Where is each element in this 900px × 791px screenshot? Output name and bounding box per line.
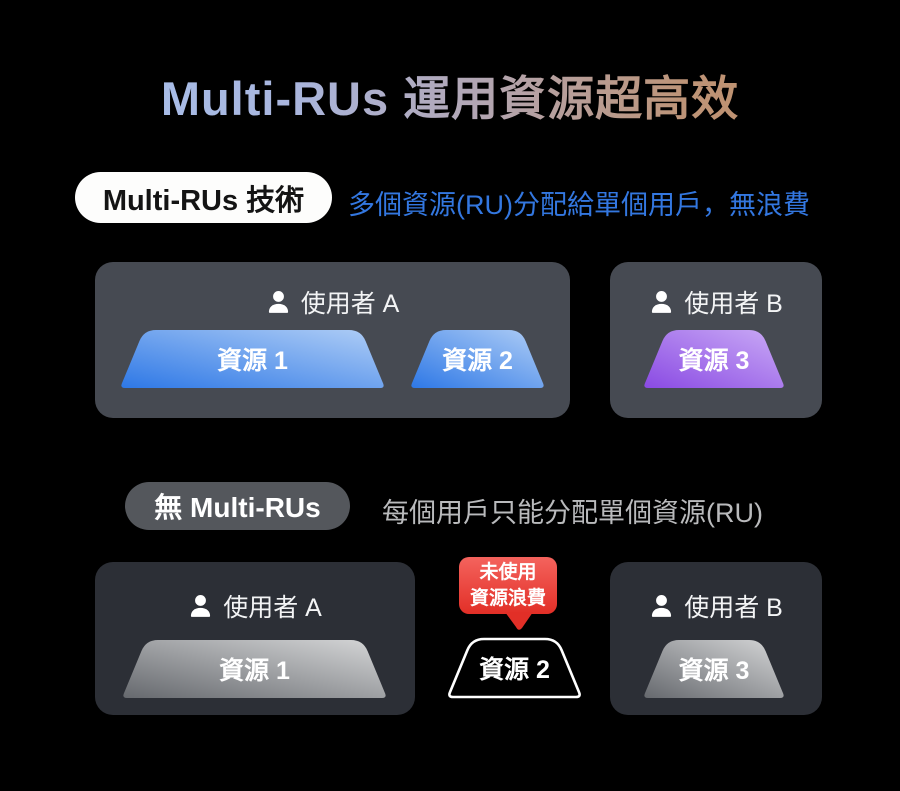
resource-1-label: 資源 1 [217, 347, 288, 375]
user-a-header: 使用者 A [95, 284, 570, 320]
resource-trapezoid-shape [644, 640, 784, 698]
user-a-label: 使用者 A [223, 594, 322, 622]
user-icon [191, 594, 211, 617]
speech-bubble-tail [505, 612, 533, 630]
with-multi-rus-description: 多個資源(RU)分配給單個用戶，無浪費 [348, 190, 810, 220]
resource-1-block-with: 資源 1 [120, 330, 385, 388]
user-b-header: 使用者 B [610, 284, 822, 320]
resource-3-block-without: 資源 3 [643, 640, 785, 698]
user-b-label: 使用者 B [684, 594, 783, 622]
resource-trapezoid-shape [644, 330, 784, 388]
user-icon [652, 594, 672, 617]
resource-trapezoid-shape [121, 330, 384, 388]
resource-1-label: 資源 1 [219, 657, 290, 685]
badge-no-multi-rus: 無 Multi-RUs [125, 482, 350, 530]
user-b-panel-without: 使用者 B 資源 3 [610, 562, 822, 715]
resource-2-label: 資源 2 [442, 347, 513, 375]
without-multi-rus-description: 每個用戶只能分配單個資源(RU) [382, 498, 763, 528]
resource-3-label: 資源 3 [678, 347, 750, 375]
resource-2-block-unused: 資源 2 [445, 636, 584, 700]
resource-1-block-without: 資源 1 [122, 640, 387, 698]
wasted-resource-callout: 未使用 資源浪費 [459, 557, 557, 630]
resource-2-block-with: 資源 2 [410, 330, 545, 388]
resource-trapezoid-outline-shape [448, 637, 581, 699]
user-b-label: 使用者 B [684, 290, 783, 318]
user-b-panel-with: 使用者 B 資源 3 [610, 262, 822, 418]
user-icon [652, 290, 672, 313]
user-b-header: 使用者 B [610, 588, 822, 624]
resource-3-block-with: 資源 3 [643, 330, 785, 388]
resource-trapezoid-shape [123, 640, 386, 698]
user-a-panel-without: 使用者 A 資源 1 [95, 562, 415, 715]
resource-trapezoid-shape [411, 330, 544, 388]
user-a-panel-with: 使用者 A 資源 1 資源 2 [95, 262, 570, 418]
user-a-label: 使用者 A [300, 290, 400, 318]
callout-line-2: 資源浪費 [469, 587, 546, 609]
resource-2-label: 資源 2 [479, 656, 550, 684]
user-icon [268, 290, 288, 313]
badge-multi-rus-tech: Multi-RUs 技術 [75, 172, 332, 223]
callout-line-1: 未使用 [479, 562, 537, 584]
user-a-header: 使用者 A [95, 588, 415, 624]
resource-3-label: 資源 3 [678, 657, 750, 685]
page-title: Multi-RUs 運用資源超高效 [0, 60, 900, 129]
